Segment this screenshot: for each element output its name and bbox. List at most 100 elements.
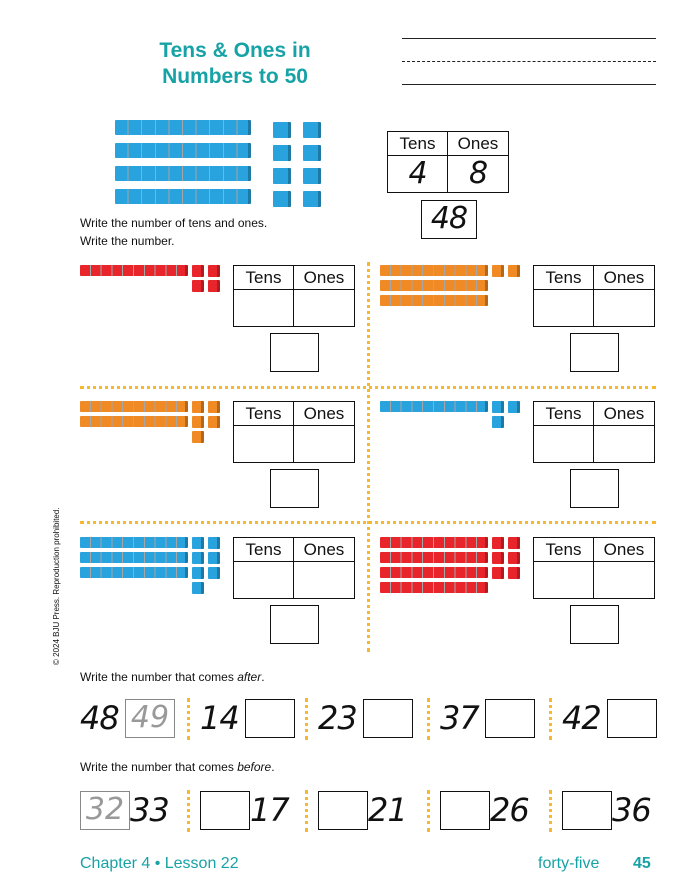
one-cube — [492, 567, 504, 579]
ten-rod — [115, 166, 251, 181]
one-cube — [303, 122, 321, 138]
one-cube — [492, 265, 504, 277]
answer-input[interactable] — [440, 791, 490, 830]
one-cube — [192, 567, 204, 579]
dotted-separator — [305, 698, 308, 740]
tens-header: Tens — [534, 266, 594, 290]
ones-header: Ones — [294, 266, 354, 290]
one-cube — [192, 265, 204, 277]
answer-input[interactable] — [485, 699, 535, 738]
ones-input[interactable] — [294, 562, 354, 598]
tens-input[interactable] — [534, 562, 594, 598]
answer-input[interactable] — [318, 791, 368, 830]
one-cube — [508, 537, 520, 549]
number-input[interactable] — [270, 333, 319, 372]
one-cube — [208, 265, 220, 277]
one-cube — [208, 401, 220, 413]
number-input[interactable] — [570, 605, 619, 644]
ten-rod — [380, 401, 488, 412]
one-cube — [273, 191, 291, 207]
answer-input[interactable] — [200, 791, 250, 830]
one-cube — [192, 431, 204, 443]
answer-input[interactable] — [363, 699, 413, 738]
example-number: 48 — [421, 200, 477, 239]
ten-rod — [380, 295, 488, 306]
number-input[interactable] — [570, 469, 619, 508]
one-cube — [192, 280, 204, 292]
tens-input[interactable] — [234, 562, 294, 598]
number-input[interactable] — [270, 605, 319, 644]
one-cube — [208, 567, 220, 579]
chapter-lesson: Chapter 4 • Lesson 22 — [80, 855, 239, 872]
dotted-separator — [549, 698, 552, 740]
given-number: 23 — [318, 699, 358, 737]
ten-rod — [80, 265, 188, 276]
one-cube — [192, 552, 204, 564]
tens-input[interactable] — [534, 290, 594, 326]
answer-input[interactable] — [562, 791, 612, 830]
one-cube — [208, 537, 220, 549]
prompt-end: . — [271, 760, 275, 774]
tens-header: Tens — [234, 402, 294, 426]
given-number: 33 — [130, 791, 170, 829]
number-input[interactable] — [570, 333, 619, 372]
copyright-text: © 2024 BJU Press. Reproduction prohibite… — [52, 507, 61, 665]
ones-input[interactable] — [294, 426, 354, 462]
ones-header: Ones — [294, 538, 354, 562]
number-input[interactable] — [270, 469, 319, 508]
ones-input[interactable] — [594, 562, 654, 598]
instruction-1: Write the number of tens and ones. — [80, 216, 268, 230]
copyright: © 2024 BJU Press. Reproduction prohibite… — [52, 507, 64, 665]
ones-header: Ones — [594, 538, 654, 562]
example-table: Tens Ones 4 8 — [387, 131, 509, 193]
ones-header: Ones — [294, 402, 354, 426]
before-prompt: Write the number that comes before. — [80, 760, 275, 774]
tens-input[interactable] — [234, 290, 294, 326]
ten-rod — [380, 582, 488, 593]
prompt-emphasis: before — [237, 760, 272, 774]
ten-rod — [80, 416, 188, 427]
ones-input[interactable] — [594, 290, 654, 326]
one-cube — [492, 537, 504, 549]
one-cube — [303, 145, 321, 161]
ten-rod — [80, 567, 188, 578]
ones-input[interactable] — [594, 426, 654, 462]
vertical-divider — [367, 262, 370, 652]
tens-input[interactable] — [534, 426, 594, 462]
one-cube — [273, 145, 291, 161]
name-line-top — [402, 38, 656, 39]
ones-input[interactable] — [294, 290, 354, 326]
tens-header: Tens — [534, 402, 594, 426]
tens-header: Tens — [388, 132, 448, 156]
prompt-text: Write the number that comes — [80, 670, 238, 684]
one-cube — [492, 401, 504, 413]
ten-rod — [380, 567, 488, 578]
ten-rod — [380, 280, 488, 291]
after-prompt: Write the number that comes after. — [80, 670, 265, 684]
ten-rod — [115, 189, 251, 204]
dotted-separator — [187, 698, 190, 740]
example-answer: 32 — [80, 791, 130, 830]
instruction-2: Write the number. — [80, 234, 175, 248]
one-cube — [208, 416, 220, 428]
page-word: forty-five — [538, 855, 600, 872]
example-answer: 49 — [125, 699, 175, 738]
ten-rod — [80, 401, 188, 412]
given-number: 21 — [368, 791, 408, 829]
answer-input[interactable] — [607, 699, 657, 738]
ten-rod — [80, 537, 188, 548]
horizontal-divider — [80, 386, 656, 389]
title-line-2: Numbers to 50 — [162, 65, 308, 88]
one-cube — [192, 416, 204, 428]
prompt-emphasis: after — [237, 670, 262, 684]
one-cube — [192, 582, 204, 594]
one-cube — [303, 191, 321, 207]
answer-input[interactable] — [245, 699, 295, 738]
one-cube — [508, 567, 520, 579]
given-number: 42 — [562, 699, 602, 737]
tens-input[interactable] — [234, 426, 294, 462]
